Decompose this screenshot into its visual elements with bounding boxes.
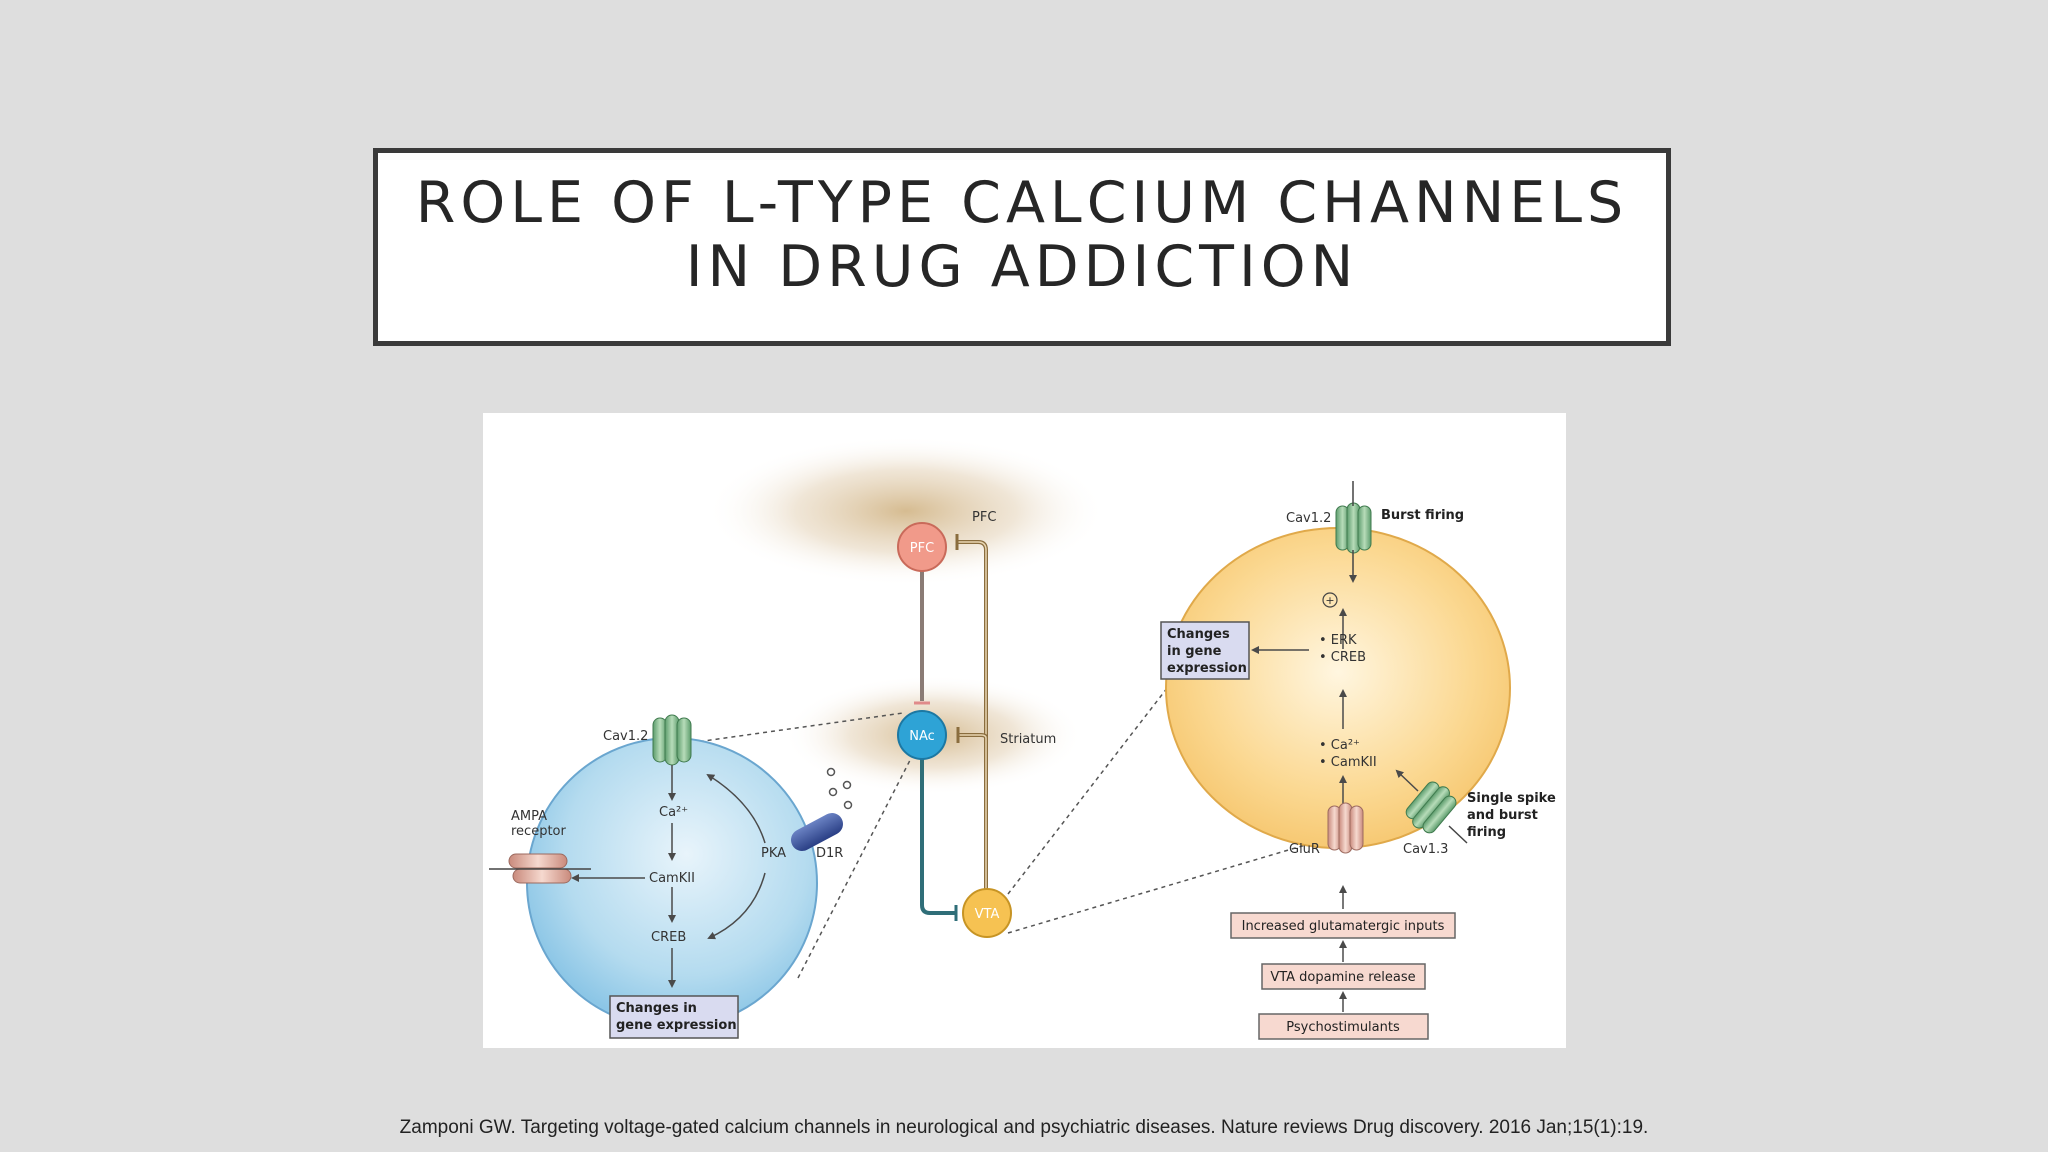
left-camkii-label: CamKII	[649, 871, 695, 886]
left-neuron: Cav1.2 AMPA receptor Ca²⁺ CamKII CREB PK…	[489, 714, 853, 1039]
right-neuron: Cav1.2 Burst firing + • ERK • CREB Chang…	[1160, 481, 1556, 1040]
right-gene-expression-box	[1160, 621, 1250, 680]
single-spike-line2: and burst	[1467, 808, 1538, 823]
single-spike-line3: firing	[1467, 825, 1506, 840]
right-camkii-label: • CamKII	[1319, 755, 1377, 770]
psychostimulants-box	[1258, 1013, 1429, 1040]
d1r-label: D1R	[816, 846, 843, 861]
pka-label: PKA	[761, 846, 786, 861]
right-gene-line2: in gene	[1167, 644, 1222, 659]
figure-panel: Cav1.2 AMPA receptor Ca²⁺ CamKII CREB PK…	[483, 413, 1566, 1048]
left-creb-label: CREB	[651, 930, 686, 945]
d1r-receptor-icon	[790, 813, 844, 851]
right-cav12-label: Cav1.2	[1286, 511, 1331, 526]
vta-release-label: VTA dopamine release	[1270, 970, 1415, 985]
right-gene-line1: Changes	[1167, 627, 1230, 642]
citation: Zamponi GW. Targeting voltage-gated calc…	[399, 1117, 1649, 1138]
right-gene-line3: expression	[1167, 661, 1247, 676]
nac-node	[897, 710, 947, 760]
plus-icon	[1322, 592, 1338, 608]
right-cell-body	[1165, 527, 1511, 849]
cav12-channel-left-icon	[652, 714, 692, 766]
cav13-label: Cav1.3	[1403, 842, 1448, 857]
pfc-node	[897, 522, 947, 572]
single-spike-line1: Single spike	[1467, 791, 1556, 806]
pathway-diagram: Cav1.2 AMPA receptor Ca²⁺ CamKII CREB PK…	[489, 436, 1556, 1040]
glur-channel-icon	[1327, 802, 1364, 854]
glur-label: GluR	[1289, 842, 1320, 857]
vta-node-label: VTA	[975, 907, 1000, 922]
left-gene-line1: Changes in	[616, 1001, 697, 1016]
right-creb-label: • CREB	[1319, 650, 1366, 665]
title-box: ROLE OF L-TYPE CALCIUM CHANNELS IN DRUG …	[373, 148, 1671, 346]
glutamatergic-box	[1230, 912, 1456, 939]
cav13-channel-icon	[1405, 781, 1457, 834]
pfc-region-label: PFC	[972, 510, 996, 525]
circuit: PFC PFC NAc Striatum VTA	[897, 510, 1056, 938]
slide-title: ROLE OF L-TYPE CALCIUM CHANNELS IN DRUG …	[415, 170, 1629, 300]
burst-firing-label: Burst firing	[1381, 508, 1464, 523]
erk-label: • ERK	[1319, 633, 1357, 648]
left-gene-line2: gene expression	[616, 1018, 737, 1033]
dashed-connectors	[667, 682, 1330, 979]
dopamine-dots-icon	[826, 767, 853, 810]
pfc-node-label: PFC	[910, 541, 934, 556]
right-ca-label: • Ca²⁺	[1319, 738, 1360, 753]
vta-release-box	[1261, 963, 1426, 990]
left-ca-label: Ca²⁺	[659, 805, 688, 820]
striatum-label: Striatum	[1000, 732, 1056, 747]
psychostimulants-label: Psychostimulants	[1286, 1020, 1400, 1035]
plus-sign: +	[1325, 594, 1334, 607]
nac-node-label: NAc	[909, 729, 935, 744]
ampa-label-line2: receptor	[511, 824, 567, 839]
left-gene-expression-box	[609, 995, 739, 1039]
cav12-channel-right-icon	[1335, 481, 1372, 583]
vta-node	[962, 888, 1012, 938]
pfc-region-haze	[706, 436, 1106, 586]
ampa-label-line1: AMPA	[511, 809, 547, 824]
glutamatergic-label: Increased glutamatergic inputs	[1242, 919, 1445, 934]
left-cav12-label: Cav1.2	[603, 729, 648, 744]
